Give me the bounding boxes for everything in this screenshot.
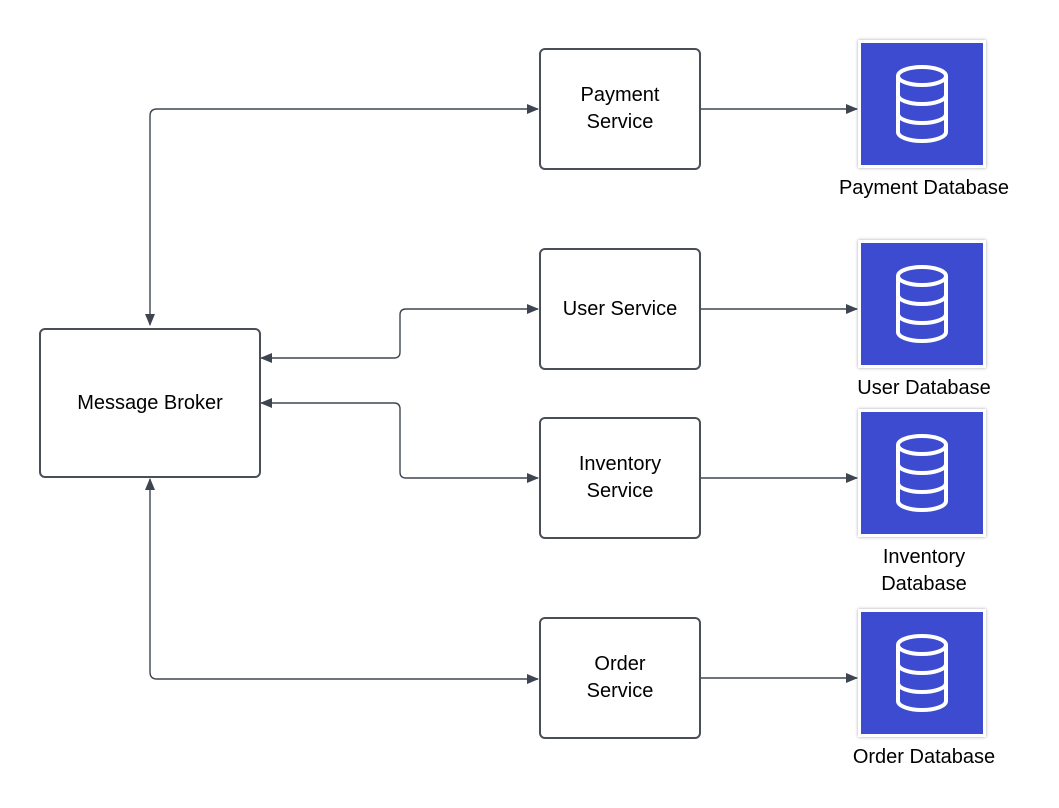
- inventory-database-node[interactable]: [858, 409, 986, 537]
- user-service-label: User Service: [562, 297, 678, 320]
- order-database-node[interactable]: [858, 609, 986, 737]
- payment-database-node[interactable]: [858, 40, 986, 168]
- payment-service-node[interactable]: Payment Service: [539, 48, 701, 170]
- database-icon: [896, 434, 948, 512]
- payment-database-label: Payment Database: [838, 177, 1010, 199]
- payment-service-label: Payment Service: [580, 84, 660, 133]
- broker-user-connector: [260, 304, 539, 363]
- order-service-node[interactable]: Order Service: [539, 617, 701, 739]
- inventory-service-node[interactable]: Inventory Service: [539, 417, 701, 539]
- user-service-node[interactable]: User Service: [539, 248, 701, 370]
- broker-payment-connector: [145, 104, 539, 326]
- broker-inventory-connector: [260, 398, 539, 483]
- order-service-label: Order Service: [586, 653, 654, 702]
- database-icon: [896, 265, 948, 343]
- inventory-database-label: Inventory Database: [881, 546, 967, 595]
- inventory-service-label: Inventory Service: [578, 453, 662, 502]
- user-database-node[interactable]: [858, 240, 986, 368]
- user-database-label: User Database: [857, 377, 991, 399]
- message-broker-node[interactable]: Message Broker: [39, 328, 261, 478]
- order-database-label: Order Database: [852, 746, 996, 768]
- broker-order-connector: [145, 478, 539, 684]
- message-broker-label: Message Broker: [77, 391, 223, 414]
- database-icon: [896, 634, 948, 712]
- database-icon: [896, 65, 948, 143]
